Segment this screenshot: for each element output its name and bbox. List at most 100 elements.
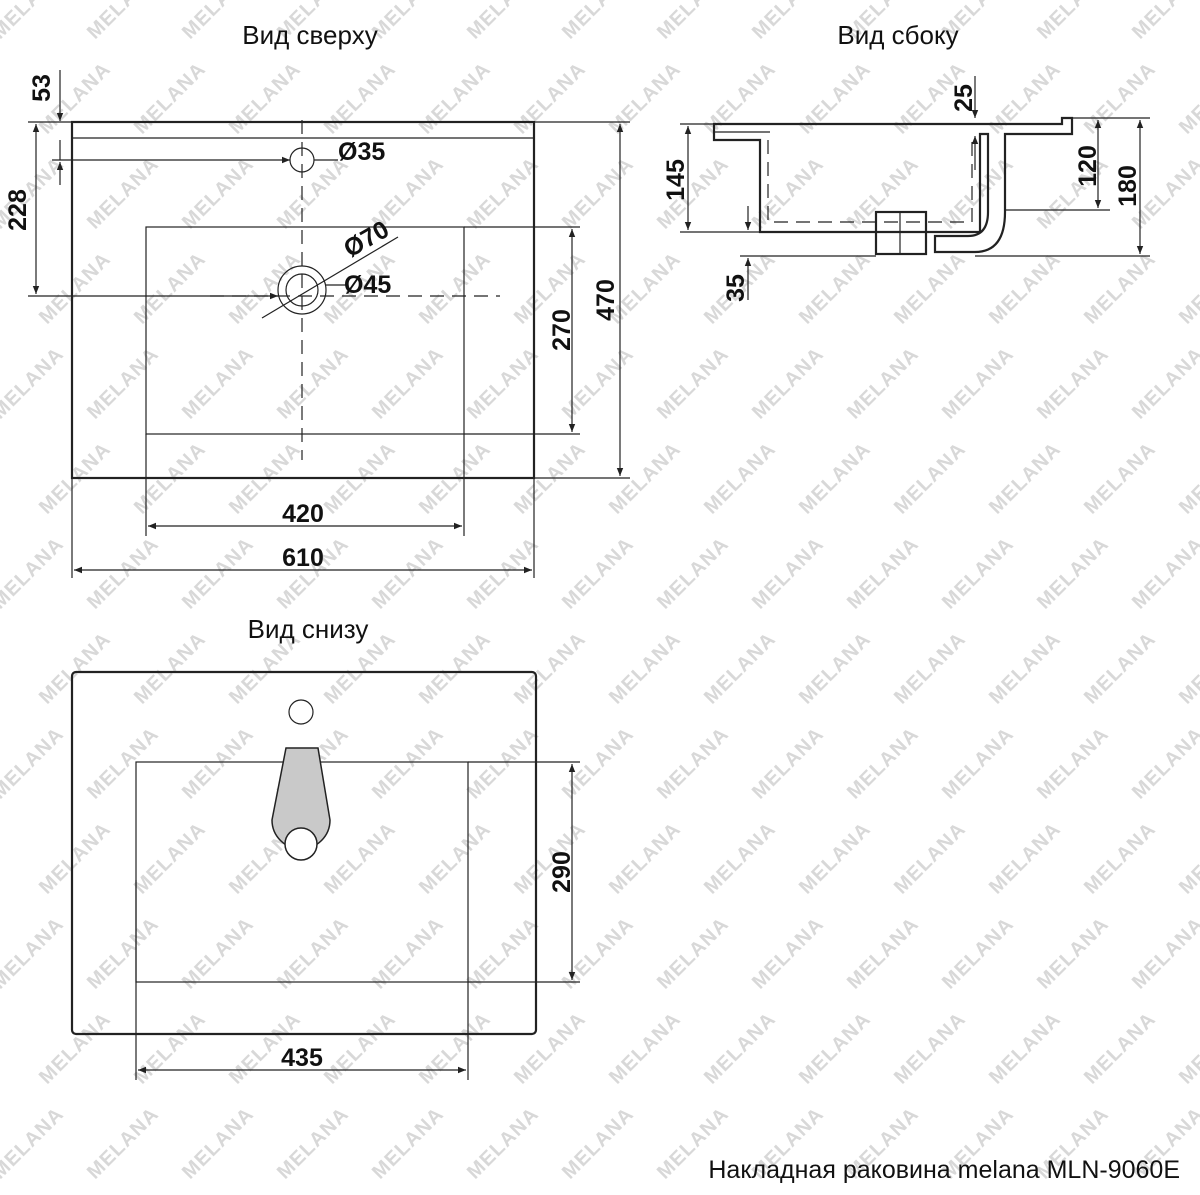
watermark-text: MELANA	[463, 343, 543, 423]
watermark-text: MELANA	[320, 1008, 400, 1088]
watermark-text: MELANA	[748, 533, 828, 613]
side-view-title: Вид сбоку	[837, 20, 958, 50]
watermark-text: MELANA	[415, 818, 495, 898]
watermark-text: MELANA	[463, 533, 543, 613]
watermark-text: MELANA	[795, 248, 875, 328]
watermark-text: MELANA	[273, 1103, 353, 1183]
watermark-text: MELANA	[795, 58, 875, 138]
watermark-text: MELANA	[700, 58, 780, 138]
watermark-text: MELANA	[558, 723, 638, 803]
watermark-text: MELANA	[368, 343, 448, 423]
watermark-text: MELANA	[178, 1103, 258, 1183]
bottom-outline	[70, 670, 538, 1036]
watermark-text: MELANA	[748, 0, 828, 44]
watermark-text: MELANA	[1033, 533, 1113, 613]
watermark-text: MELANA	[0, 1103, 68, 1183]
watermark-text: MELANA	[83, 343, 163, 423]
dim-180-label: 180	[1114, 165, 1142, 207]
watermark-text: MELANA	[890, 438, 970, 518]
watermark-text: MELANA	[558, 533, 638, 613]
dim-435-label: 435	[281, 1044, 323, 1072]
watermark-text: MELANA	[1033, 913, 1113, 993]
dim-420-label: 420	[282, 500, 324, 528]
watermark-text: MELANA	[890, 248, 970, 328]
watermark-text: MELANA	[653, 0, 733, 44]
watermark-text: MELANA	[510, 58, 590, 138]
watermark-text: MELANA	[1128, 533, 1200, 613]
watermark-text: MELANA	[1080, 628, 1160, 708]
watermark-text: MELANA	[368, 533, 448, 613]
watermark-text: MELANA	[1128, 343, 1200, 423]
watermark-text: MELANA	[463, 0, 543, 44]
watermark-text: MELANA	[130, 818, 210, 898]
dia35-label: Ø35	[338, 138, 385, 166]
watermark-text: MELANA	[83, 0, 163, 44]
watermark-text: MELANA	[1080, 438, 1160, 518]
watermark-text: MELANA	[1033, 723, 1113, 803]
dim-610-label: 610	[282, 544, 324, 572]
watermark-text: MELANA	[510, 628, 590, 708]
watermark-text: MELANA	[843, 723, 923, 803]
watermark-text: MELANA	[1175, 438, 1200, 518]
watermark-text: MELANA	[1080, 818, 1160, 898]
watermark-text: MELANA	[1128, 723, 1200, 803]
dia70-leader	[261, 236, 399, 319]
watermark-text: MELANA	[1175, 58, 1200, 138]
watermark-text: MELANA	[415, 1008, 495, 1088]
watermark-text: MELANA	[1128, 913, 1200, 993]
watermark-text: MELANA	[0, 533, 68, 613]
watermark-text: MELANA	[558, 153, 638, 233]
watermark-text: MELANA	[843, 533, 923, 613]
watermark-text: MELANA	[558, 343, 638, 423]
watermark-text: MELANA	[1080, 1008, 1160, 1088]
watermark-text: MELANA	[130, 628, 210, 708]
watermark-text: MELANA	[938, 533, 1018, 613]
watermark-text: MELANA	[368, 723, 448, 803]
dim-470-label: 470	[592, 279, 620, 321]
watermark-text: MELANA	[35, 1008, 115, 1088]
watermark-text: MELANA	[605, 58, 685, 138]
watermark-text: MELANA	[985, 628, 1065, 708]
watermark-text: MELANA	[653, 343, 733, 423]
watermark-text: MELANA	[35, 818, 115, 898]
dim-53-label: 53	[28, 74, 56, 102]
side-profile	[712, 116, 1074, 254]
watermark-text: MELANA	[130, 58, 210, 138]
dim-290-label: 290	[548, 851, 576, 893]
top-view-title: Вид сверху	[242, 20, 377, 50]
bottom-drain-hole	[284, 827, 318, 861]
watermark-text: MELANA	[890, 628, 970, 708]
watermark-text: MELANA	[1080, 58, 1160, 138]
watermark-text: MELANA	[320, 58, 400, 138]
bottom-view-title: Вид снизу	[248, 614, 369, 644]
watermark-text: MELANA	[795, 438, 875, 518]
watermark-text: MELANA	[795, 628, 875, 708]
dim-120-label: 120	[1074, 145, 1102, 187]
watermark-text: MELANA	[843, 343, 923, 423]
watermark-text: MELANA	[605, 818, 685, 898]
dim-228-label: 228	[4, 189, 32, 231]
watermark-text: MELANA	[748, 723, 828, 803]
watermark-text: MELANA	[178, 153, 258, 233]
watermark-text: MELANA	[748, 913, 828, 993]
watermark-text: MELANA	[130, 248, 210, 328]
watermark-text: MELANA	[1128, 0, 1200, 44]
watermark-text: MELANA	[368, 1103, 448, 1183]
watermark-text: MELANA	[605, 1008, 685, 1088]
watermark-text: MELANA	[178, 533, 258, 613]
watermark-text: MELANA	[890, 1008, 970, 1088]
watermark-text: MELANA	[795, 818, 875, 898]
watermark-text: MELANA	[320, 818, 400, 898]
watermark-text: MELANA	[35, 248, 115, 328]
watermark-text: MELANA	[605, 628, 685, 708]
watermark-text: MELANA	[83, 1103, 163, 1183]
watermark-text: MELANA	[1175, 818, 1200, 898]
dim-35-label: 35	[722, 274, 750, 302]
dim-145-label: 145	[662, 159, 690, 201]
top-outline	[70, 120, 536, 480]
watermark-text: MELANA	[938, 343, 1018, 423]
side-view: Вид сбоку 25 145 120 180 35	[662, 20, 1150, 302]
bottom-view: Вид снизу 290 435	[70, 614, 580, 1080]
